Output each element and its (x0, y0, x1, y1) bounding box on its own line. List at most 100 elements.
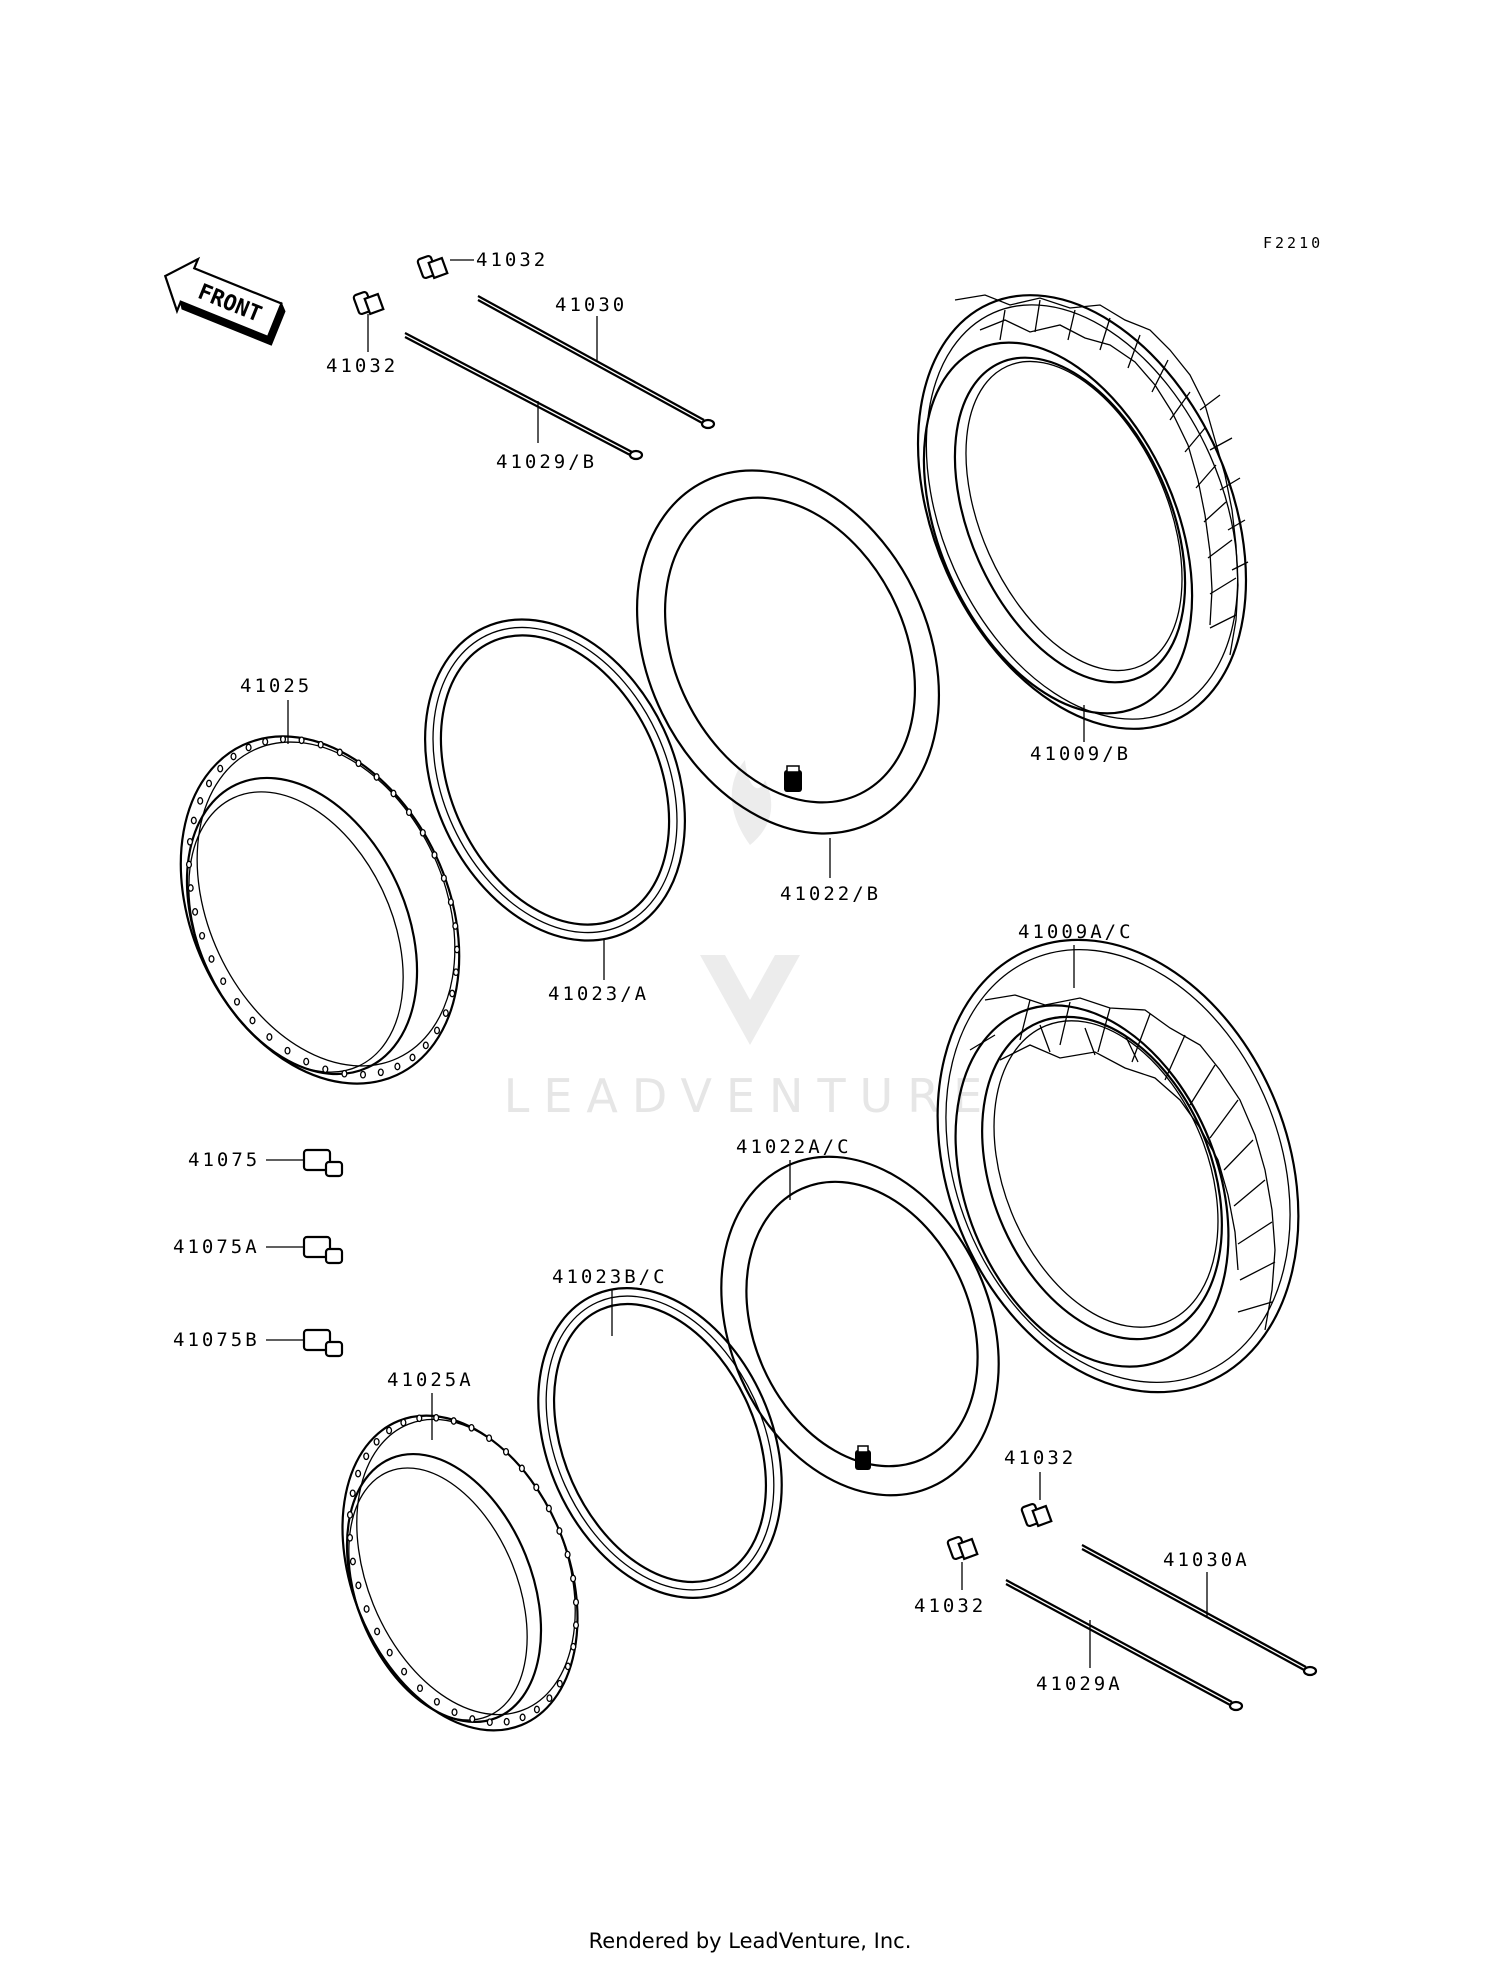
spoke-hole (433, 1026, 441, 1035)
spoke-hole (220, 977, 227, 986)
label-41009ac: 41009A/C (1018, 921, 1134, 943)
spoke-hole (205, 779, 213, 788)
label-41025: 41025 (240, 675, 312, 697)
spoke-hole (449, 989, 456, 998)
spoke-hole (440, 874, 447, 883)
valve-cap-icon (352, 290, 385, 316)
spoke-hole (572, 1598, 580, 1607)
spoke-hole (363, 1452, 370, 1461)
tube-rear (720, 1155, 1000, 1497)
spoke-hole (416, 1684, 424, 1693)
label-41032-lower-right: 41032 (1004, 1447, 1076, 1469)
rim-holes (346, 1413, 580, 1727)
spoke-hole (217, 764, 224, 773)
spoke-hole (453, 945, 461, 954)
label-41025a: 41025A (387, 1369, 474, 1391)
spoke-hole (187, 884, 194, 892)
label-41032-lower-left: 41032 (914, 1595, 986, 1617)
spoke-hole (359, 1070, 367, 1079)
spoke-hole (452, 968, 460, 977)
spoke-hole (346, 1511, 354, 1519)
spoke-hole (518, 1464, 525, 1473)
spoke-hole (186, 837, 194, 846)
label-41029b: 41029/B (496, 451, 597, 473)
spoke-hole (386, 1648, 393, 1657)
valve-stem-icon (855, 1445, 871, 1470)
spoke-hole (373, 773, 380, 781)
spoke-hole (390, 789, 397, 798)
watermark: LEADVENTURE (504, 760, 997, 1123)
label-41030a: 41030A (1163, 1549, 1250, 1571)
spoke-41029b (404, 332, 644, 461)
label-41022b: 41022/B (780, 883, 881, 905)
spoke-hole (422, 1041, 429, 1050)
front-arrow-icon: FRONT (163, 256, 286, 346)
rim-band-front (424, 618, 686, 942)
spoke-hole (245, 743, 252, 752)
spoke-hole (405, 808, 413, 817)
spoke-hole (503, 1717, 510, 1726)
label-41075: 41075 (188, 1149, 260, 1171)
label-41023bc: 41023B/C (552, 1266, 668, 1288)
spoke-hole (298, 736, 305, 745)
spoke-hole (230, 752, 237, 761)
spoke-hole (452, 922, 459, 930)
label-41023a: 41023/A (548, 983, 649, 1005)
spoke-hole (431, 851, 438, 859)
spoke-hole (400, 1418, 407, 1427)
spoke-nipple-41075a (266, 1235, 344, 1265)
label-41075b: 41075B (173, 1329, 260, 1351)
rim-rear (341, 1413, 580, 1732)
watermark-text: LEADVENTURE (504, 1069, 997, 1123)
spoke-hole (349, 1489, 356, 1498)
spoke-41030a (1081, 1544, 1318, 1677)
spoke-41030 (477, 295, 716, 430)
spoke-hole (190, 816, 197, 825)
spoke-hole (433, 1697, 440, 1706)
spoke-hole (545, 1504, 552, 1513)
tire-rear (936, 938, 1300, 1394)
spoke-hole (317, 740, 324, 749)
spoke-hole (556, 1527, 563, 1535)
spoke-hole (486, 1434, 493, 1443)
spoke-hole (303, 1057, 310, 1066)
valve-cap-icon (416, 254, 449, 280)
spoke-hole (502, 1447, 510, 1456)
spoke-hole (374, 1627, 381, 1636)
spoke-hole (409, 1053, 416, 1062)
spoke-hole (262, 737, 269, 746)
spoke-hole (556, 1679, 563, 1688)
spoke-hole (572, 1621, 580, 1629)
label-41032-top-left: 41032 (326, 355, 398, 377)
label-41032-top-right: 41032 (476, 249, 548, 271)
spoke-hole (442, 1009, 449, 1017)
spoke-hole (416, 1414, 423, 1423)
spoke-hole (401, 1667, 408, 1676)
valve-cap-icon (946, 1535, 979, 1561)
spoke-hole (533, 1483, 540, 1492)
spoke-hole (546, 1694, 553, 1703)
spoke-hole (185, 860, 193, 869)
spoke-hole (349, 1557, 356, 1566)
spoke-hole (284, 1046, 291, 1055)
spoke-hole (519, 1713, 526, 1722)
rim-holes (185, 735, 461, 1079)
spoke-hole (386, 1426, 393, 1435)
spoke-hole (233, 997, 241, 1006)
label-41029a: 41029A (1036, 1673, 1123, 1695)
tube-front (636, 469, 940, 835)
label-41075a: 41075A (173, 1236, 260, 1258)
spoke-hole (322, 1065, 329, 1074)
label-41009b: 41009/B (1030, 743, 1131, 765)
spoke-hole (197, 797, 204, 805)
label-41022ac: 41022A/C (736, 1136, 852, 1158)
spoke-hole (341, 1069, 348, 1078)
spoke-hole (451, 1708, 458, 1717)
spoke-hole (433, 1413, 440, 1422)
spoke-hole (363, 1605, 370, 1613)
spoke-hole (336, 748, 343, 757)
spoke-hole (266, 1033, 273, 1041)
valve-cap-icon (1020, 1502, 1053, 1528)
spoke-hole (355, 759, 362, 768)
